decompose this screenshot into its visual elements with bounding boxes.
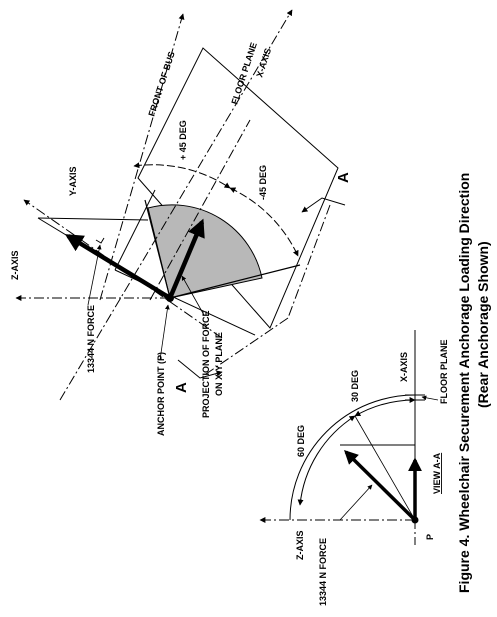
section-line-a-lower xyxy=(202,317,289,377)
z-axis-label: Z-AXIS xyxy=(10,250,20,280)
view-a-a: VIEW A-A FLOOR PLANE X-AXIS 30 DEG 60 DE… xyxy=(259,330,449,606)
plus-45-arc xyxy=(133,162,231,189)
view-aa-point-p xyxy=(411,516,419,524)
x-axis-line xyxy=(59,9,293,401)
figure-caption-line2: (Rear Anchorage Shown) xyxy=(475,241,491,408)
section-arrow-a-upper xyxy=(301,197,346,213)
view-aa-30-label: 30 DEG xyxy=(350,370,360,402)
view-aa-60-label: 60 DEG xyxy=(296,425,306,457)
view-aa-title: VIEW A-A xyxy=(432,452,442,494)
view-aa-floor-plane-leader xyxy=(421,395,439,401)
section-label-a-lower: A xyxy=(173,382,190,393)
view-aa-60-arc xyxy=(297,415,356,506)
floor-normal-line xyxy=(149,119,251,301)
force-arrow-13344n xyxy=(64,234,172,300)
front-of-bus-label: FRONT OF BUS xyxy=(146,50,176,117)
minus-45-arc xyxy=(229,187,299,257)
anchor-point-label: ANCHOR POINT (P) xyxy=(156,352,166,436)
view-aa-z-axis-label: Z-AXIS xyxy=(295,530,305,560)
anchor-leader xyxy=(159,304,170,361)
view-aa-force-arrow xyxy=(344,450,417,522)
projection-label-line2: ON X-Y PLANE xyxy=(214,332,224,396)
section-arrow-a-lower xyxy=(177,359,223,379)
plus-45-label: + 45 DEG xyxy=(178,120,188,160)
figure-caption-line1: Figure 4. Wheelchair Securement Anchorag… xyxy=(456,173,472,593)
view-aa-x-axis-label: X-AXIS xyxy=(399,352,409,382)
projection-arrow xyxy=(167,218,205,299)
force-horizontal-leg xyxy=(37,217,149,221)
plus-45-boundary xyxy=(144,199,171,299)
projection-label-line1: PROJECTION OF FORCE xyxy=(201,310,211,418)
x-axis-label: X-AXIS xyxy=(254,47,273,79)
front-of-bus-line xyxy=(99,13,185,301)
loading-sector xyxy=(147,204,263,299)
view-aa-30-line xyxy=(354,415,416,521)
force-label: 13344 N FORCE xyxy=(86,305,96,373)
right-angle-mark xyxy=(95,237,105,244)
view-aa-force-label: 13344 N FORCE xyxy=(318,538,328,606)
anchor-point-p xyxy=(166,294,174,302)
floor-plane-edge-lower xyxy=(114,189,156,271)
force-leader xyxy=(87,244,102,306)
section-label-a-upper: A xyxy=(335,172,352,183)
view-aa-point-label: P xyxy=(425,534,435,540)
main-view: FRONT OF BUS FLOOR PLANE X-AXIS Y-AXIS Z… xyxy=(10,9,352,436)
y-axis-line xyxy=(23,199,223,339)
view-aa-force-leader xyxy=(339,484,373,521)
view-aa-floor-plane-label: FLOOR PLANE xyxy=(439,340,449,405)
view-aa-30-arc xyxy=(354,396,416,417)
section-line-a-upper xyxy=(287,204,331,319)
projection-leader xyxy=(181,275,205,316)
y-axis-label: Y-AXIS xyxy=(68,166,78,196)
minus-45-label: -45 DEG xyxy=(258,165,268,200)
